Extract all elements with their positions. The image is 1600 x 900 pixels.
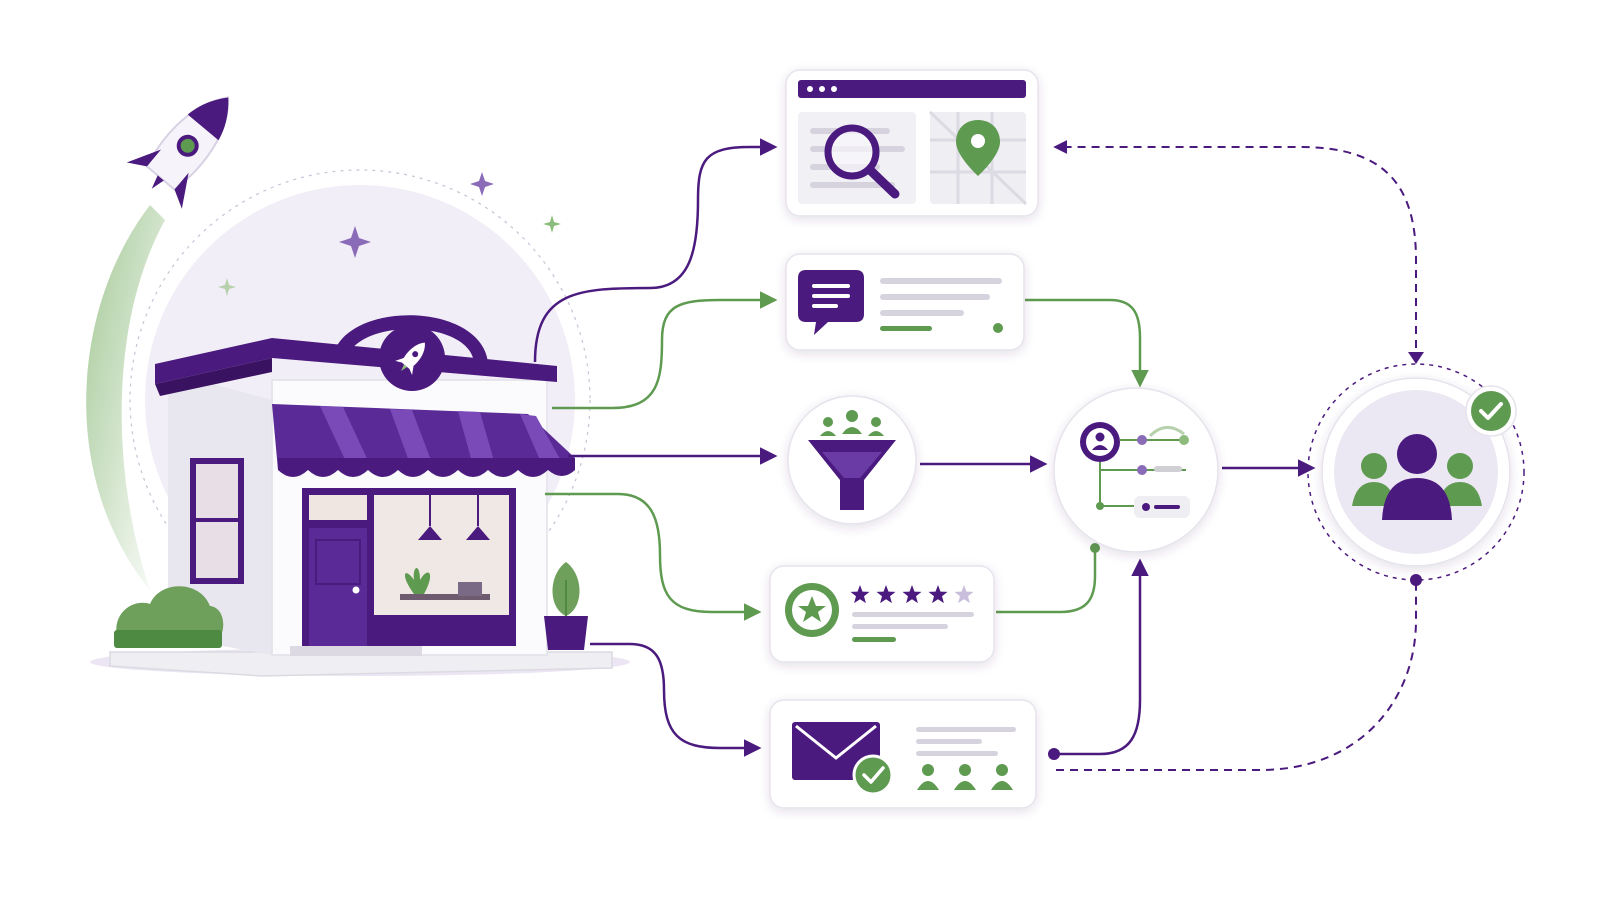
people-icon xyxy=(820,410,884,436)
sparkle-icon xyxy=(543,215,561,233)
link-store-to-search xyxy=(533,138,778,363)
star-filled-icon xyxy=(876,585,896,604)
lamp-icon xyxy=(418,526,442,540)
search-icon xyxy=(824,124,900,199)
text-line xyxy=(852,612,974,617)
feedback-arrow-down xyxy=(1408,352,1424,364)
reviews-card[interactable] xyxy=(769,565,995,663)
text-line xyxy=(916,751,998,756)
star-filled-icon xyxy=(902,585,922,604)
link-dot xyxy=(1410,574,1422,586)
front-step xyxy=(290,646,422,656)
check-badge-icon xyxy=(1465,385,1517,437)
transom xyxy=(309,495,367,520)
text-line xyxy=(880,310,964,316)
door-knob xyxy=(352,586,360,594)
accent-line xyxy=(880,326,932,331)
customer-group-icon xyxy=(1352,434,1482,520)
text-line xyxy=(916,739,982,744)
awning-scallops xyxy=(278,458,575,477)
customers-node[interactable] xyxy=(1307,363,1525,581)
text-line xyxy=(916,727,1016,732)
browser-dot xyxy=(807,86,813,92)
person-icon xyxy=(991,764,1013,790)
link-reviews-to-crm xyxy=(996,550,1097,614)
link-store-to-chat xyxy=(552,291,778,410)
sparkle-icon xyxy=(339,226,371,258)
roof-shade xyxy=(155,358,272,396)
rocket-trail xyxy=(86,205,165,590)
interior-table xyxy=(400,594,490,600)
link-dot xyxy=(1048,748,1060,760)
person-icon xyxy=(917,764,939,790)
chat-bubble-icon xyxy=(798,270,864,335)
status-dot xyxy=(993,323,1003,333)
search-map-card[interactable] xyxy=(785,69,1039,217)
node-orbit xyxy=(1307,363,1525,581)
feedback-email-to-customers xyxy=(1056,584,1417,771)
link-store-to-email xyxy=(590,642,762,757)
bush-planter xyxy=(114,630,222,648)
link-store-to-reviews xyxy=(545,492,762,621)
person-icon xyxy=(954,764,976,790)
list-icon xyxy=(1096,426,1190,518)
star-filled-icon xyxy=(928,585,948,604)
lamp-icon xyxy=(466,526,490,540)
bush-icon xyxy=(116,586,224,640)
funnel-icon xyxy=(808,440,896,510)
rocket-icon xyxy=(395,342,425,376)
link-dot xyxy=(1090,543,1100,553)
accent-line xyxy=(852,637,896,642)
shop-door xyxy=(309,528,367,646)
text-line xyxy=(880,294,990,300)
sparkle-icon xyxy=(470,172,494,196)
funnel-node[interactable] xyxy=(787,395,917,525)
star-empty-icon xyxy=(954,585,974,604)
text-line xyxy=(852,624,948,629)
sparkle-icon xyxy=(218,278,236,296)
connectors xyxy=(533,138,1424,771)
browser-bar xyxy=(798,80,1026,98)
plant-icon xyxy=(404,567,431,594)
map-pin-icon xyxy=(956,120,1000,176)
crm-node[interactable] xyxy=(1053,387,1219,553)
sign-arch xyxy=(332,315,488,362)
rocket-icon xyxy=(126,96,230,209)
door-panel xyxy=(315,539,361,585)
link-email-to-crm xyxy=(1056,558,1149,756)
browser-dot xyxy=(819,86,825,92)
rating-stars xyxy=(850,585,974,604)
plant-pot xyxy=(544,616,588,650)
text-line xyxy=(880,278,1002,284)
interior-chair xyxy=(458,582,482,596)
star-filled-icon xyxy=(850,585,870,604)
email-card[interactable] xyxy=(769,699,1037,809)
browser-dot xyxy=(831,86,837,92)
chat-card[interactable] xyxy=(785,253,1025,351)
feedback-customers-to-search xyxy=(1053,140,1417,362)
text-line xyxy=(810,182,895,188)
user-profile-icon xyxy=(1080,422,1120,462)
check-icon xyxy=(852,754,894,796)
awning-stripes xyxy=(320,406,560,466)
roof xyxy=(155,338,557,384)
storefront-illustration xyxy=(86,96,630,677)
link-chat-to-crm xyxy=(1025,298,1149,388)
star-badge-icon xyxy=(785,583,839,637)
